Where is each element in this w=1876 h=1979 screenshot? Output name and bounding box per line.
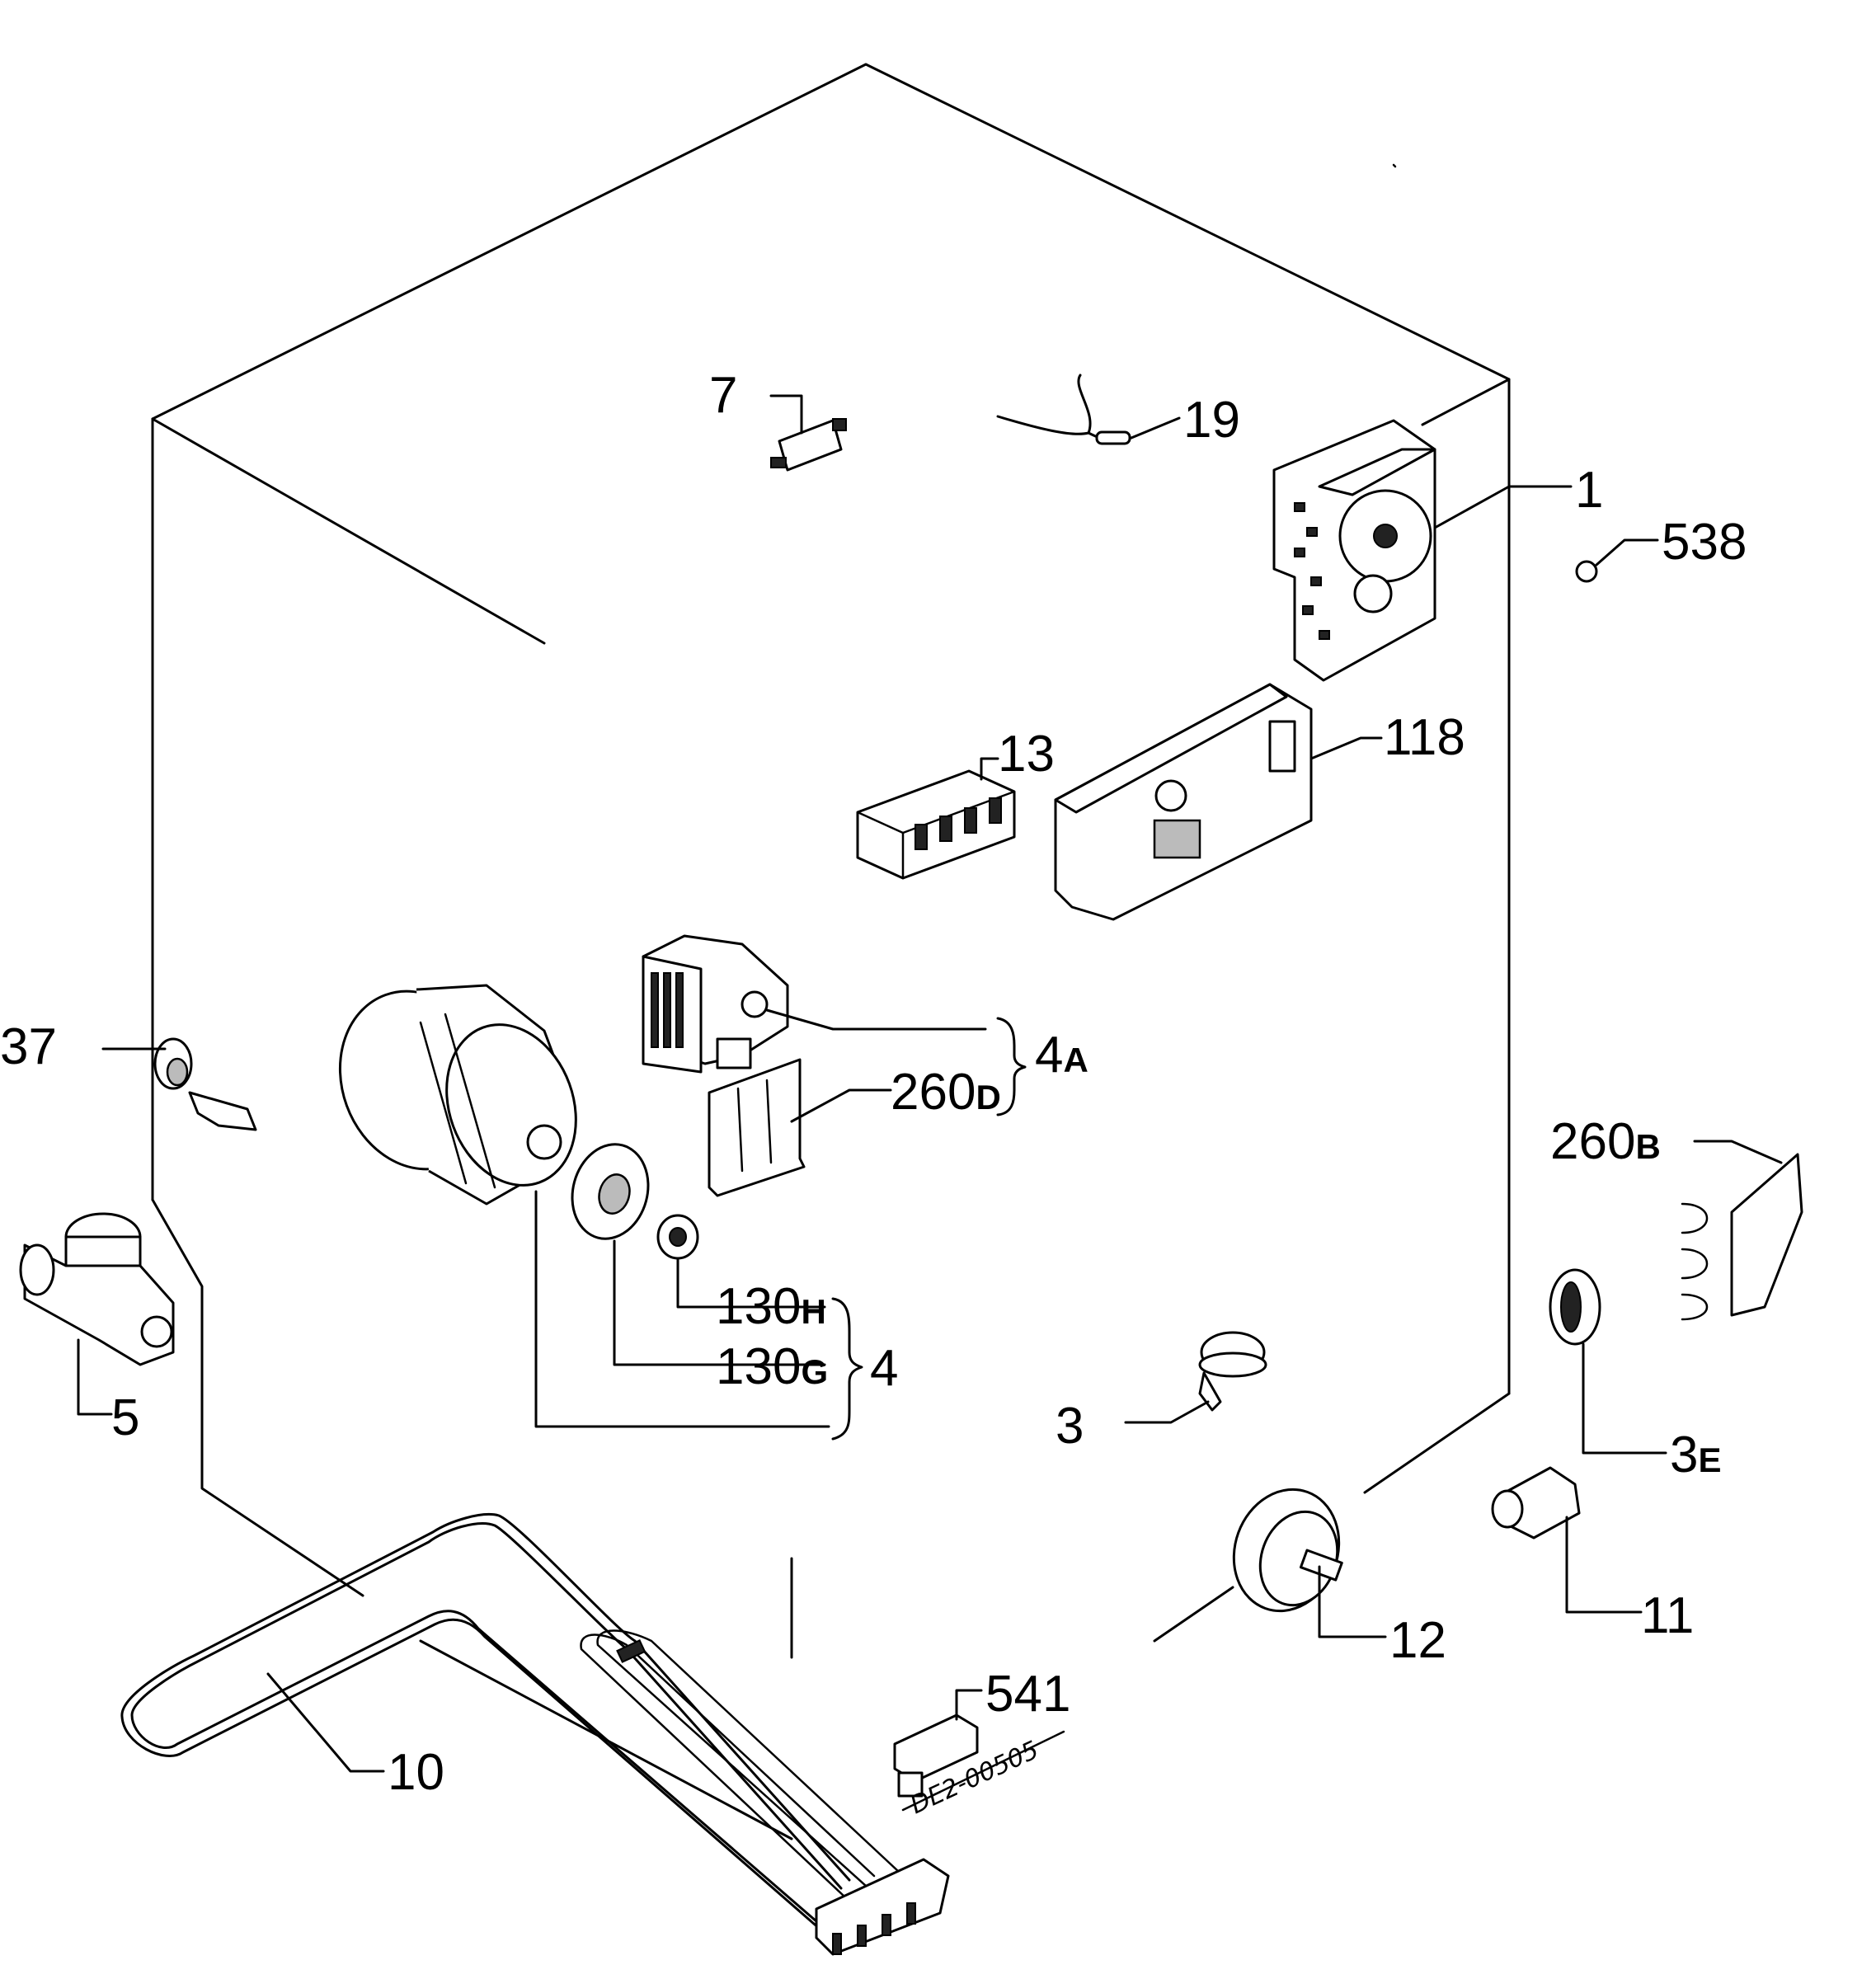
- part-260d-bracket: [708, 1058, 892, 1197]
- part-1-programmer: [1272, 419, 1573, 682]
- label-7: 7: [709, 367, 737, 424]
- label-4: 4: [870, 1340, 898, 1397]
- label-260b-letter: B: [1635, 1127, 1660, 1166]
- label-541: 541: [985, 1666, 1070, 1723]
- label-11: 11: [1641, 1587, 1694, 1644]
- label-10: 10: [388, 1744, 444, 1801]
- part-13-connector: [856, 757, 1016, 880]
- part-260b-bracket: [1681, 1140, 1803, 1321]
- label-260d: 260D: [891, 1064, 1001, 1121]
- label-3e-letter: E: [1698, 1441, 1721, 1479]
- part-labels: 1 538 7 19 13 118 37 4A 260D 260B 5 130H…: [0, 367, 1747, 1820]
- label-4a-number: 4: [1035, 1027, 1063, 1084]
- part-12-pressure-switch: [1232, 1488, 1387, 1638]
- label-130h-number: 130: [716, 1278, 801, 1335]
- label-37: 37: [0, 1018, 57, 1075]
- label-3e-number: 3: [1670, 1427, 1698, 1483]
- label-260d-letter: D: [976, 1078, 1000, 1116]
- label-130h-letter: H: [801, 1292, 825, 1331]
- part-5-valve: [19, 1212, 175, 1416]
- label-4a-letter: A: [1063, 1041, 1088, 1079]
- label-130h: 130H: [716, 1278, 826, 1335]
- part-541-block: [893, 1689, 1065, 1812]
- part-130g-flange: [571, 1143, 650, 1240]
- label-260d-number: 260: [891, 1064, 976, 1121]
- part-10-heating-element: [120, 1513, 950, 1956]
- label-130g-letter: G: [801, 1352, 828, 1391]
- part-37-lock: [101, 1037, 257, 1131]
- label-538: 538: [1662, 514, 1747, 571]
- group-4a-brace: [996, 1017, 1027, 1116]
- part-3e-thermostat: [1549, 1268, 1667, 1455]
- label-12: 12: [1389, 1612, 1446, 1669]
- part-11-capacitor: [1491, 1466, 1643, 1614]
- label-118: 118: [1384, 709, 1465, 766]
- label-4a: 4A: [1035, 1027, 1088, 1084]
- part-7-switch: [769, 394, 847, 472]
- part-4a-pump-motor: [642, 934, 987, 1074]
- part-19-sensor-wire: [996, 374, 1181, 445]
- label-19: 19: [1183, 392, 1240, 449]
- label-3: 3: [1056, 1398, 1084, 1455]
- part-118-module: [1054, 683, 1383, 921]
- label-5: 5: [111, 1389, 139, 1446]
- part-3-thermostat: [1124, 1331, 1267, 1424]
- label-130g: 130G: [716, 1338, 828, 1395]
- label-130g-number: 130: [716, 1338, 801, 1395]
- label-3e: 3E: [1670, 1427, 1722, 1483]
- part-130h-bushing: [656, 1214, 699, 1260]
- part-4-motor: [338, 984, 577, 1206]
- group-4-leaders: [534, 1190, 863, 1441]
- label-1: 1: [1575, 462, 1603, 519]
- label-13: 13: [998, 726, 1055, 783]
- label-260b: 260B: [1550, 1113, 1661, 1170]
- part-538-screw: [1575, 538, 1659, 583]
- label-260b-number: 260: [1550, 1113, 1635, 1170]
